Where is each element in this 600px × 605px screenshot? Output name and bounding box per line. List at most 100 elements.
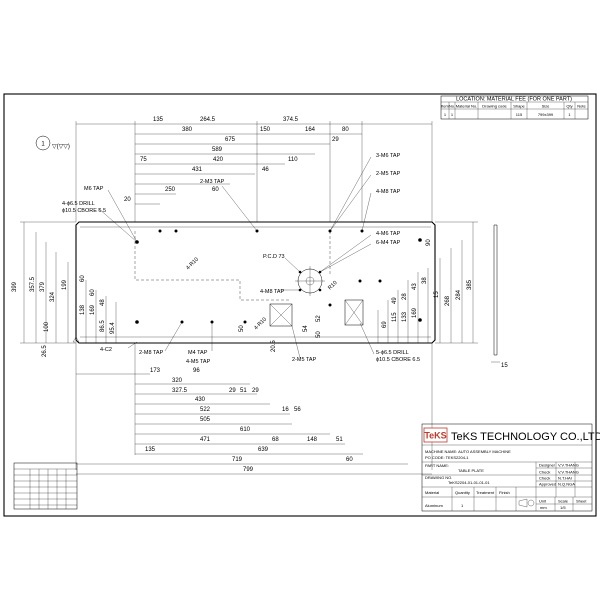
dim-top-164: 164 [305, 127, 316, 133]
dim-top-20: 20 [124, 197, 131, 203]
dim-left-357-5: 357.5 [30, 276, 36, 292]
dim-bot-60: 60 [346, 457, 353, 463]
unit-label: Unit [539, 499, 547, 504]
dim-inner-20-5: 20.5 [271, 340, 277, 352]
callout-m4-tap-6: 6-M4 TAP [376, 240, 401, 246]
dim-bot-68: 68 [272, 437, 279, 443]
dim-inner-50: 50 [239, 325, 245, 332]
hdr-size: Size [542, 104, 551, 109]
finish-marks: ▽(▽▽) [52, 144, 70, 150]
material-fee-title: LOCATION: MATERIAL FEE (FOR ONE PART) [456, 97, 572, 103]
dim-left-324: 324 [50, 291, 56, 302]
dim-inner-52: 52 [316, 315, 322, 322]
company-name: TeKS TECHNOLOGY CO.,LTD [451, 431, 600, 443]
dim-left-48: 48 [100, 299, 106, 306]
callout-m4-tap: M4 TAP [188, 350, 208, 356]
row-no: 1 [451, 112, 454, 117]
callout-drill-right-2: ϕ10.5 CBORE 6.5 [376, 357, 420, 363]
role-check-1: Check [539, 470, 550, 475]
callout-r10-b: R10 [327, 280, 338, 291]
dim-right-43: 43 [412, 283, 418, 290]
dim-right-115: 115 [392, 312, 398, 322]
dim-left-379: 379 [40, 281, 46, 292]
dim-bot-327-5: 327.5 [172, 388, 188, 394]
treatment-label: Treatment [476, 490, 495, 495]
part-name-label: PART NAME: [425, 463, 449, 468]
dim-right-268: 268 [445, 295, 451, 306]
callout-m6-tap-left: M6 TAP [84, 186, 104, 192]
dim-top-589: 589 [212, 147, 223, 153]
dim-bot-29b: 29 [252, 388, 259, 394]
dim-bot-51: 51 [240, 388, 247, 394]
row-size: 799x399 [538, 112, 554, 117]
dim-left-95-4: 95.4 [110, 322, 116, 334]
dim-bot-56: 56 [294, 407, 301, 413]
row-qty: 1 [568, 112, 571, 117]
scale-label: Scale [558, 499, 569, 504]
scale-value: 1/5 [560, 505, 566, 510]
right-dimension-lines [377, 221, 478, 344]
hdr-item: Item [441, 104, 449, 109]
dim-bot-799: 799 [243, 467, 254, 473]
dim-bot-29a: 29 [229, 388, 236, 394]
dim-left-199: 199 [62, 279, 68, 290]
dim-top-431: 431 [192, 167, 203, 173]
callout-c2: 4-C2 [100, 347, 112, 353]
dim-bot-135: 135 [145, 447, 156, 453]
left-dimension-lines [20, 221, 117, 344]
svg-text:1: 1 [41, 142, 45, 148]
dim-top-264-5: 264.5 [200, 117, 216, 123]
material-label: Material [425, 490, 439, 495]
dim-top-46: 46 [262, 167, 269, 173]
callout-pcd: P.C.D 73 [263, 254, 285, 260]
hdr-note: Note [577, 104, 586, 109]
dim-right-284: 284 [456, 289, 462, 300]
quantity-label: Quantity [455, 490, 470, 495]
dim-bot-430: 430 [195, 397, 206, 403]
dim-top-75: 75 [140, 157, 147, 163]
dim-top-110: 110 [288, 157, 298, 163]
dim-bot-16: 16 [282, 407, 289, 413]
dim-top-250: 250 [165, 187, 176, 193]
dim-top-60: 60 [212, 187, 219, 193]
callout-r10-c: 4-R10 [253, 317, 268, 332]
row-item: 1 [444, 112, 447, 117]
callout-m6-tap-4: 4-M6 TAP [376, 231, 401, 237]
dim-bot-471: 471 [200, 437, 211, 443]
tolerance-table [13, 462, 78, 510]
name-check-1: V.V.THANG [558, 470, 579, 475]
name-designer: V.V.THANG [558, 463, 579, 468]
callout-leaders [97, 156, 375, 359]
hdr-material-no: Material No. [456, 104, 478, 109]
dim-left-86-5: 86.5 [100, 320, 106, 332]
po-code: PO CODE: TEKS2204-1 [425, 455, 469, 460]
dim-top-29: 29 [332, 137, 339, 143]
dim-inner-54: 54 [303, 325, 309, 332]
callout-m8-tap-top: 4-M8 TAP [376, 189, 401, 195]
dim-right-69: 69 [382, 321, 388, 328]
callout-r10-a: 4-R10 [185, 257, 200, 272]
top-dimension-lines [75, 121, 433, 222]
dim-right-133: 133 [402, 311, 408, 322]
callout-m6-tap-right: 3-M6 TAP [376, 153, 401, 159]
dim-right-90: 90 [426, 239, 432, 246]
callout-drill-left-1: 4-ϕ6.5 DRILL [62, 201, 95, 207]
machine-name: MACHINE NAME: AUTO ASSEMBLY MACHINE [425, 449, 511, 454]
quantity-value: 1 [461, 503, 464, 508]
name-check-2: N.T.HAI [558, 476, 572, 481]
finish-circle-icon [35, 135, 51, 151]
drawing-no: TeKS2204-01-01-01-01 [448, 480, 490, 485]
dim-top-150: 150 [260, 127, 271, 133]
callout-drill-right-1: 5-ϕ6.5 DRILL [376, 350, 409, 356]
role-designer: Designer [539, 463, 556, 468]
title-block: TeKS [421, 423, 593, 512]
dim-left-399: 399 [12, 281, 18, 292]
role-approved: Approved [539, 482, 556, 487]
callout-m5-tap-4: 4-M5 TAP [186, 359, 211, 365]
surface-finish-symbol: 1 ▽(▽▽) [35, 135, 70, 151]
callout-m8-tap-bl: 2-M8 TAP [139, 350, 164, 356]
dim-right-28: 28 [402, 293, 408, 300]
dim-bot-719: 719 [232, 457, 243, 463]
dim-right-169: 169 [412, 307, 418, 318]
